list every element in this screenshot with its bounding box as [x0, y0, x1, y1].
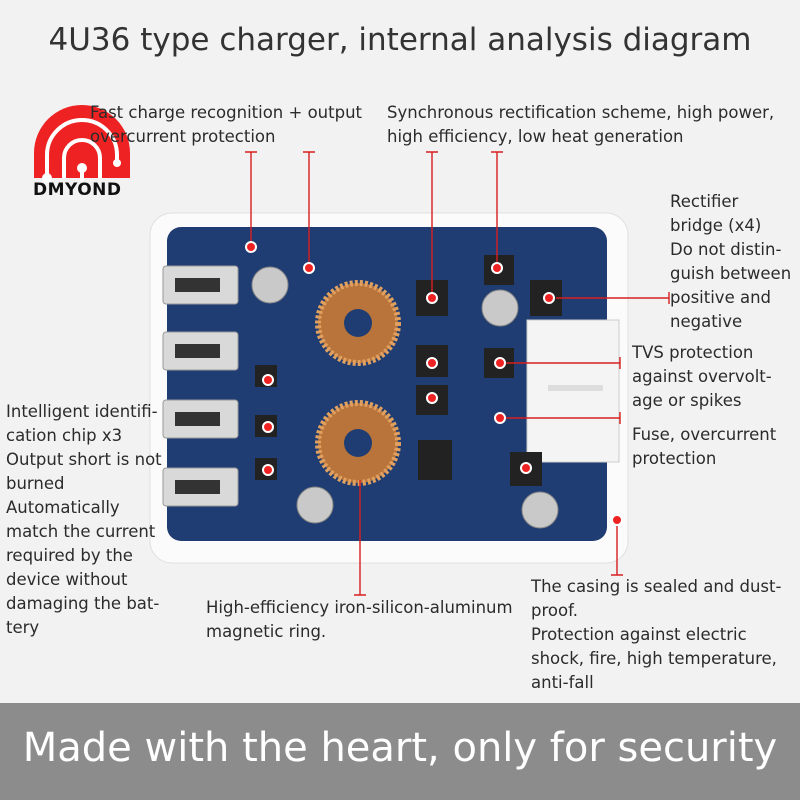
dmyond-logo — [34, 105, 130, 183]
brand-name: DMYOND — [33, 180, 122, 200]
leader-lines — [245, 151, 670, 596]
label-casing: The casing is sealed and dust- proof. Pr… — [531, 577, 782, 692]
label-tvs: TVS protection against overvolt- age or … — [632, 343, 772, 410]
label-fast-charge: Fast charge recognition + output overcur… — [90, 103, 363, 146]
toroid-coils — [315, 280, 401, 486]
marker-dots — [245, 241, 623, 526]
ac-plug-housing — [526, 319, 620, 463]
label-rectifier-bridge: Rectifier bridge (x4) Do not distin- gui… — [670, 192, 792, 331]
label-fuse: Fuse, overcurrent protection — [632, 425, 777, 468]
label-sync-rectification: Synchronous rectification scheme, high p… — [387, 103, 775, 146]
page-title: 4U36 type charger, internal analysis dia… — [48, 22, 752, 58]
label-identification-chip: Intelligent identifi- cation chip x3 Out… — [6, 402, 162, 637]
banner-slogan: Made with the heart, only for security — [22, 725, 778, 771]
label-magnetic-ring: High-efficiency iron-silicon-aluminum ma… — [206, 598, 513, 641]
bottom-banner: Made with the heart, only for security — [0, 703, 800, 800]
